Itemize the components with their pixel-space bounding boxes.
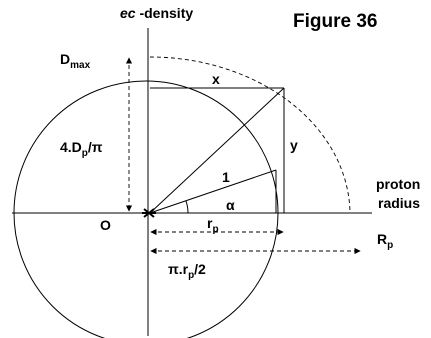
Rp-label: Rp [377,231,394,251]
angle-arc [185,200,189,214]
rp-label: rp [207,215,219,235]
dashed-outer-arc [149,56,351,214]
y-label: y [290,137,298,153]
x-axis-label-line2: radius [378,195,421,211]
height-label: 4.Dp/π [60,139,103,159]
origin-marker [142,208,156,218]
y-axis-label: ec -density [120,5,194,21]
x-axis-label-line1: proton [376,176,421,192]
x-label: x [212,71,220,87]
dmax-label: Dmax [60,51,91,71]
figure-title: Figure 36 [293,11,378,32]
origin-label: O [100,217,111,233]
pi-rp-label: π.rp/2 [168,261,206,281]
unit-radius-label: 1 [222,169,230,185]
unit-radius-line [149,169,277,214]
diagonal-line [149,87,285,214]
angle-label: α [226,197,235,213]
